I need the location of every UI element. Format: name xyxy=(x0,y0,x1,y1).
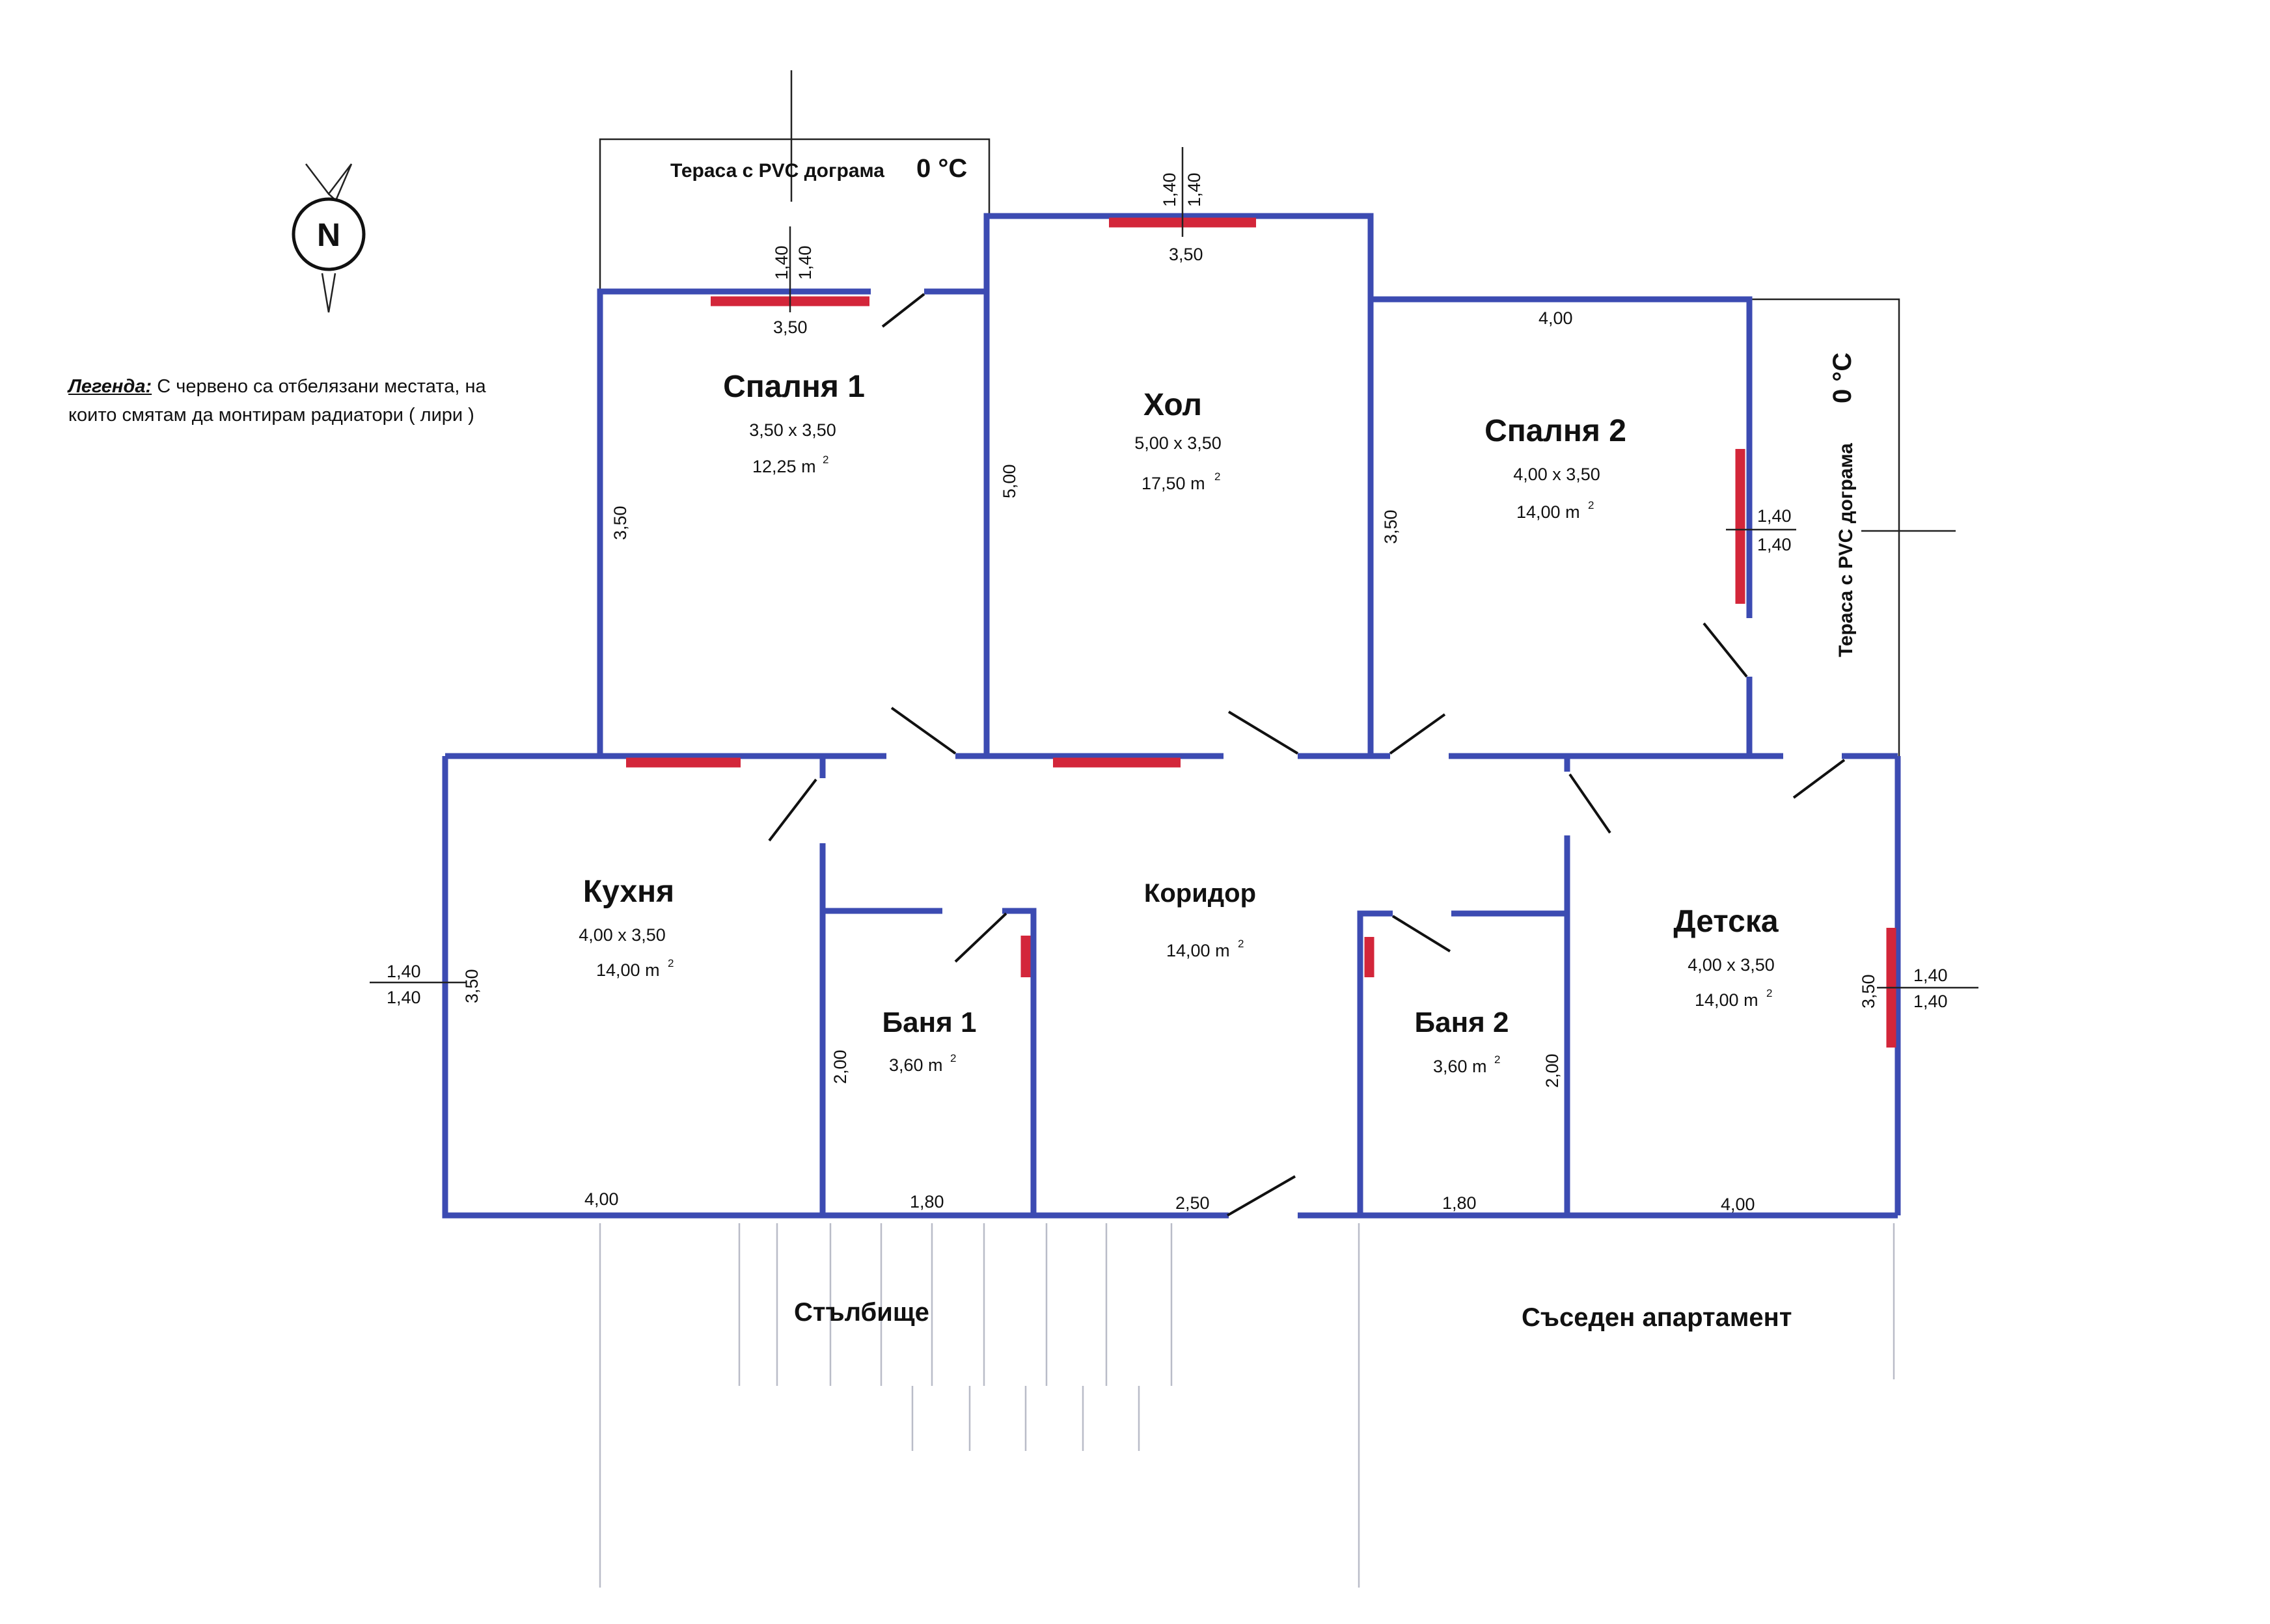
dim-kids-win-b: 1,40 xyxy=(1913,992,1948,1011)
room-bedroom2-dims: 4,00 x 3,50 xyxy=(1513,465,1600,484)
window-marks xyxy=(370,147,1978,989)
room-kids: Детска 4,00 x 3,50 14,00 m 2 xyxy=(1673,904,1778,1010)
dim-kids-win-a: 1,40 xyxy=(1913,966,1948,985)
terrace-north-label: Тераса с PVC дограма xyxy=(670,160,884,182)
dim-bedroom1-left: 3,50 xyxy=(610,506,630,540)
room-kitchen-name: Кухня xyxy=(583,874,674,909)
compass-letter: N xyxy=(317,217,340,253)
dim-bedroom1-win-b: 1,40 xyxy=(795,245,815,280)
room-corridor-name: Коридор xyxy=(1144,879,1256,908)
room-corridor-area: 14,00 m xyxy=(1166,941,1230,960)
staircase-label: Стълбище xyxy=(794,1298,929,1327)
room-living-dims: 5,00 x 3,50 xyxy=(1134,433,1222,453)
dim-living-top: 3,50 xyxy=(1169,245,1203,264)
room-bedroom1-area: 12,25 m xyxy=(752,457,816,476)
room-bedroom1-dims: 3,50 x 3,50 xyxy=(749,420,836,440)
terrace-north: Тераса с PVC дограма 0 °C xyxy=(599,70,991,291)
room-bath2-name: Баня 2 xyxy=(1414,1007,1509,1038)
room-kids-dims: 4,00 x 3,50 xyxy=(1688,955,1775,975)
room-kids-area: 14,00 m xyxy=(1695,990,1758,1010)
dim-kids-right: 3,50 xyxy=(1859,974,1878,1008)
room-living-sup: 2 xyxy=(1214,470,1220,483)
room-living-area: 17,50 m xyxy=(1142,474,1205,493)
room-bath2-area: 3,60 m xyxy=(1433,1057,1487,1076)
dim-bedroom2-win-b: 1,40 xyxy=(1757,535,1792,554)
dim-kitchen-bottom: 4,00 xyxy=(584,1189,619,1209)
dim-kitchen-win-b: 1,40 xyxy=(387,988,421,1007)
room-kitchen-area: 14,00 m xyxy=(596,960,660,980)
room-bedroom1-name: Спалня 1 xyxy=(723,370,865,404)
terrace-north-temp: 0 °C xyxy=(916,154,967,183)
room-bedroom1-sup: 2 xyxy=(823,453,828,466)
walls xyxy=(442,213,1901,1219)
room-bedroom2-sup: 2 xyxy=(1588,499,1594,511)
dim-living-win-b: 1,40 xyxy=(1184,172,1204,207)
dim-bedroom2-win-a: 1,40 xyxy=(1757,506,1792,526)
room-living-name: Хол xyxy=(1143,388,1202,422)
dim-bedroom2-top: 4,00 xyxy=(1538,308,1573,328)
room-bath1-sup: 2 xyxy=(950,1052,956,1064)
room-bedroom2-name: Спалня 2 xyxy=(1484,414,1626,448)
terrace-east-label: Тераса с PVC дограма xyxy=(1835,443,1857,657)
room-kitchen-sup: 2 xyxy=(668,957,674,969)
dim-bedroom2-left: 3,50 xyxy=(1381,509,1401,544)
dim-bedroom1-win-a: 1,40 xyxy=(772,245,791,280)
dimension-labels: 1,40 1,40 3,50 3,50 1,40 1,40 3,50 5,00 … xyxy=(387,172,1948,1214)
legend-line-1: Легенда: С червено са отбелязани местата… xyxy=(68,372,486,401)
dim-bath1-left: 2,00 xyxy=(830,1049,850,1084)
legend: Легенда: С червено са отбелязани местата… xyxy=(68,372,486,429)
dim-living-left: 5,00 xyxy=(1000,464,1019,498)
neighbor-label: Съседен апартамент xyxy=(1522,1303,1792,1332)
room-bedroom1: Спалня 1 3,50 x 3,50 12,25 m 2 xyxy=(723,370,865,476)
room-bath2-sup: 2 xyxy=(1494,1053,1500,1066)
dim-kids-bottom: 4,00 xyxy=(1721,1195,1755,1214)
room-corridor-sup: 2 xyxy=(1238,938,1244,950)
room-bath1-area: 3,60 m xyxy=(889,1055,943,1075)
dim-bedroom1-top: 3,50 xyxy=(773,318,808,337)
room-corridor: Коридор 14,00 m 2 xyxy=(1144,879,1256,960)
radiators xyxy=(626,217,1896,1048)
dim-corridor-bottom: 2,50 xyxy=(1175,1193,1210,1213)
room-living: Хол 5,00 x 3,50 17,50 m 2 xyxy=(1134,388,1222,493)
door-leaves xyxy=(768,293,1846,1217)
room-kids-sup: 2 xyxy=(1766,987,1772,999)
compass-north-icon: N xyxy=(292,163,366,313)
staircase-sketch xyxy=(599,1223,1895,1588)
room-bedroom2-area: 14,00 m xyxy=(1516,502,1580,522)
terrace-east: Тераса с PVC дограма 0 °C xyxy=(1749,298,1956,761)
room-bath1-name: Баня 1 xyxy=(882,1007,976,1038)
room-bath1: Баня 1 3,60 m 2 xyxy=(882,1007,976,1075)
dim-living-win-a: 1,40 xyxy=(1160,172,1179,207)
legend-title: Легенда: xyxy=(68,376,152,397)
dim-bath1-bottom: 1,80 xyxy=(910,1192,944,1211)
dim-bath2-right: 2,00 xyxy=(1542,1053,1562,1088)
room-kitchen: Кухня 4,00 x 3,50 14,00 m 2 xyxy=(579,874,674,980)
dim-bath2-bottom: 1,80 xyxy=(1442,1193,1477,1213)
room-bedroom2: Спалня 2 4,00 x 3,50 14,00 m 2 xyxy=(1484,414,1626,522)
room-kids-name: Детска xyxy=(1673,904,1778,939)
room-kitchen-dims: 4,00 x 3,50 xyxy=(579,925,666,945)
dim-kitchen-win-a: 1,40 xyxy=(387,962,421,981)
legend-line-2: които смятам да монтирам радиатори ( лир… xyxy=(68,405,474,426)
legend-text-1: С червено са отбелязани местата, на xyxy=(152,376,486,397)
room-bath2: Баня 2 3,60 m 2 xyxy=(1414,1007,1509,1076)
dim-kitchen-left: 3,50 xyxy=(462,969,482,1003)
door-openings xyxy=(818,287,1842,1220)
terrace-east-temp: 0 °C xyxy=(1828,353,1857,403)
